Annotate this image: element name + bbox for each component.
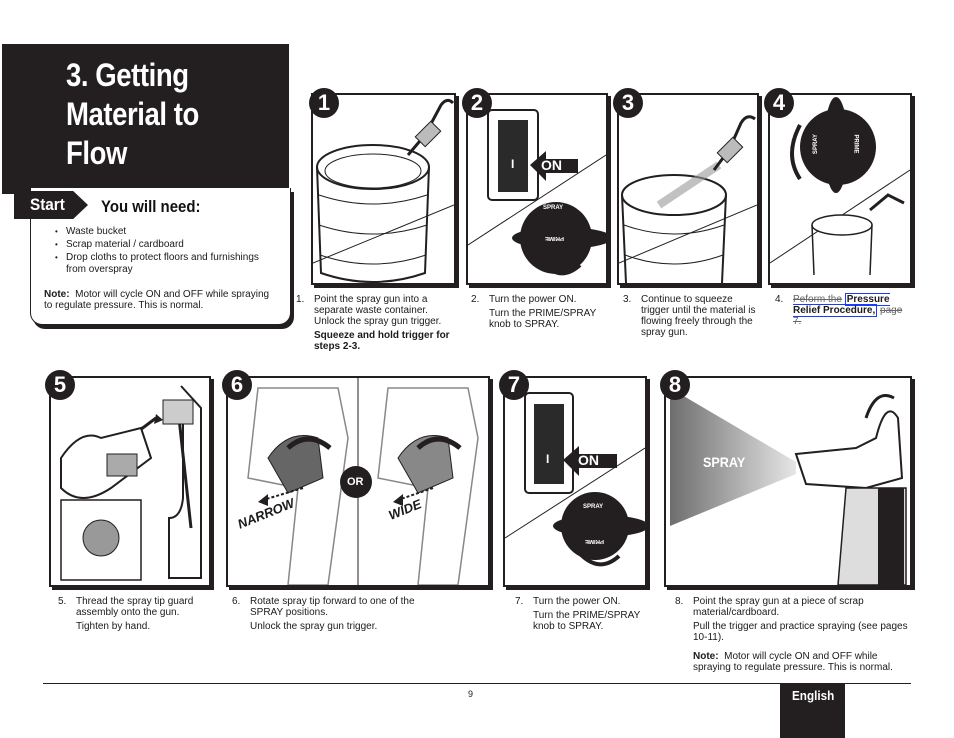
step-3-caption: 3. Continue to squeeze trigger until the… (623, 294, 763, 341)
start-label: Start (30, 195, 65, 215)
step-6-caption: 6. Rotate spray tip forward to one of th… (232, 596, 447, 635)
step-2-badge: 2 (462, 88, 492, 118)
switch-mark: I (546, 452, 549, 466)
list-item: Scrap material / cardboard (52, 239, 272, 251)
switch-mark: I (511, 157, 514, 171)
page-number: 9 (468, 689, 473, 699)
language-label: English (792, 688, 834, 703)
step-7-badge: 7 (499, 370, 529, 400)
step-1-panel (311, 93, 456, 285)
step-4-badge: 4 (764, 88, 794, 118)
spray-practice-illustration (666, 378, 910, 585)
step-4-panel: SPRAY PRIME (768, 93, 912, 285)
step-8-caption: 8. Point the spray gun at a piece of scr… (675, 596, 915, 676)
motor-note: Note: Motor will cycle ON and OFF while … (44, 289, 272, 311)
step-1-caption: 1. Point the spray gun into a separate w… (296, 294, 456, 355)
step-7-caption: 7. Turn the power ON. Turn the PRIME/SPR… (515, 596, 655, 635)
or-label: OR (347, 476, 364, 488)
step-2-caption: 2. Turn the power ON. Turn the PRIME/SPR… (471, 294, 616, 333)
step-6-panel: OR NARROW WIDE (226, 376, 490, 587)
knob-prime-label: PRIME (585, 538, 604, 544)
knob-spray-label: SPRAY (543, 205, 563, 211)
step-4-caption: 4. Peform the Pressure Relief Procedure,… (775, 294, 905, 327)
power-switch-illustration (505, 378, 645, 585)
knob-spray-label: SPRAY (583, 504, 603, 510)
tip-guard-illustration (51, 378, 209, 585)
step-6-badge: 6 (222, 370, 252, 400)
you-will-need-heading: You will need: (101, 197, 200, 217)
list-item: Waste bucket (52, 226, 272, 238)
step-3-panel (617, 93, 759, 285)
step-8-panel: SPRAY (664, 376, 912, 587)
step-2-panel: I ON SPRAY PRIME (466, 93, 608, 285)
on-label: ON (578, 452, 599, 468)
knob-prime-label: PRIME (545, 235, 564, 241)
spray-label: SPRAY (703, 454, 745, 470)
step-1-badge: 1 (309, 88, 339, 118)
page-title: 3. Getting Material to Flow (66, 56, 255, 173)
needed-items-list: Waste bucket Scrap material / cardboard … (52, 226, 272, 277)
step-7-panel: I ON SPRAY PRIME (503, 376, 647, 587)
bucket-flow-illustration (619, 95, 757, 283)
knob-prime-label: PRIME (853, 134, 859, 153)
knob-spray-label: SPRAY (813, 134, 819, 154)
step-3-badge: 3 (613, 88, 643, 118)
step-5-panel (49, 376, 211, 587)
step-5-caption: 5. Thread the spray tip guard assembly o… (58, 596, 218, 635)
pressure-relief-illustration (770, 95, 910, 283)
step-8-badge: 8 (660, 370, 690, 400)
power-switch-illustration (468, 95, 606, 283)
on-label: ON (541, 157, 562, 173)
bucket-illustration (313, 95, 454, 283)
list-item: Drop cloths to protect floors and furnis… (52, 252, 272, 276)
step-5-badge: 5 (45, 370, 75, 400)
